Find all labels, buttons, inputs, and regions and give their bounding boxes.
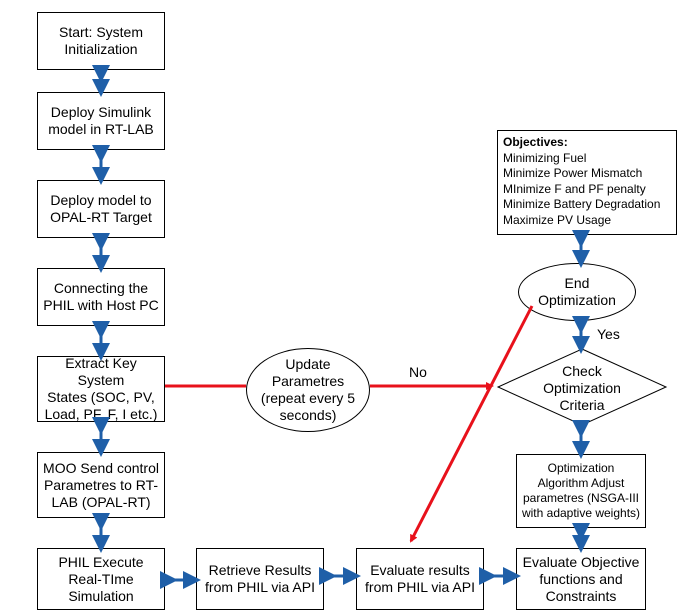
objectives-box: Objectives: Minimizing Fuel Minimize Pow… <box>497 130 677 235</box>
evaluate-results-box: Evaluate results from PHIL via API <box>356 548 484 610</box>
start-box: Start: System Initialization <box>37 12 165 70</box>
yes-label: Yes <box>597 326 620 342</box>
optimization-adjust-box: Optimization Algorithm Adjust parametres… <box>516 454 646 528</box>
objective-item: Maximize PV Usage <box>503 212 612 227</box>
update-params-ellipse: Update Parametres (repeat every 5 second… <box>246 348 370 432</box>
deploy-simulink-box: Deploy Simulink model in RT-LAB <box>37 92 165 150</box>
moo-send-box: MOO Send control Parametres to RT- LAB (… <box>37 452 165 518</box>
phil-execute-box: PHIL Execute Real-TIme Simulation <box>37 548 165 610</box>
retrieve-results-box: Retrieve Results from PHIL via API <box>196 548 324 610</box>
objective-item: MInimize F and PF penalty <box>503 181 646 196</box>
connect-phil-box: Connecting the PHIL with Host PC <box>37 268 165 326</box>
end-optimization-ellipse: End Optimization <box>518 263 636 321</box>
objectives-title: Objectives: <box>503 135 568 149</box>
deploy-opal-box: Deploy model to OPAL-RT Target <box>37 180 165 238</box>
no-label: No <box>409 364 427 380</box>
objective-item: Minimize Power Mismatch <box>503 166 643 180</box>
red-arrow-end-to-evaluate <box>409 305 534 543</box>
objective-item: Minimizing Fuel <box>503 150 587 165</box>
extract-states-box: Extract Key System States (SOC, PV, Load… <box>37 355 165 422</box>
check-criteria-label: Check Optimization Criteria <box>543 362 621 413</box>
evaluate-objective-box: Evaluate Objective functions and Constra… <box>516 548 646 610</box>
objective-item: Minimize Battery Degradation <box>503 197 661 211</box>
